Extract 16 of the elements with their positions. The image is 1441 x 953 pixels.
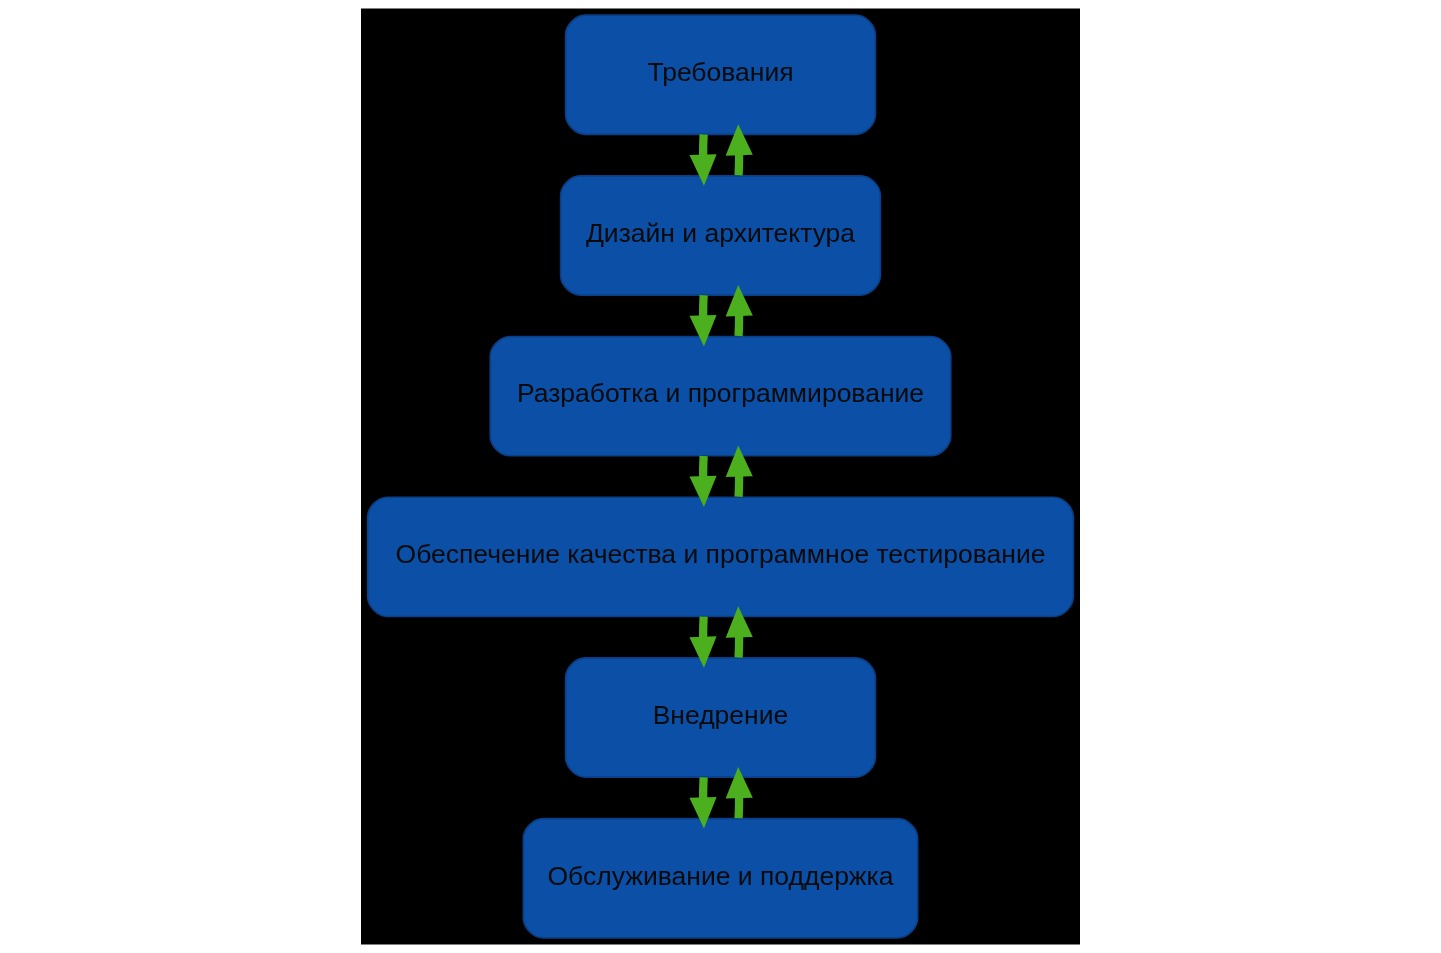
arrow	[689, 134, 717, 186]
arrow	[725, 445, 753, 497]
node-box: Обеспечение качества и программное тестирование	[366, 496, 1075, 618]
node-box: Требования	[564, 14, 877, 136]
node-box: Внедрение	[564, 657, 877, 779]
node-box: Обслуживание и поддержка	[522, 817, 919, 939]
node-box: Дизайн и архитектура	[559, 175, 882, 296]
arrow	[725, 606, 753, 658]
node-box: Разработка и программирование	[489, 335, 952, 457]
arrow	[689, 616, 717, 668]
arrow	[689, 455, 717, 508]
arrow	[725, 284, 753, 337]
arrow	[689, 777, 717, 829]
arrow	[725, 767, 753, 819]
arrow	[689, 295, 717, 347]
arrow	[725, 124, 753, 176]
